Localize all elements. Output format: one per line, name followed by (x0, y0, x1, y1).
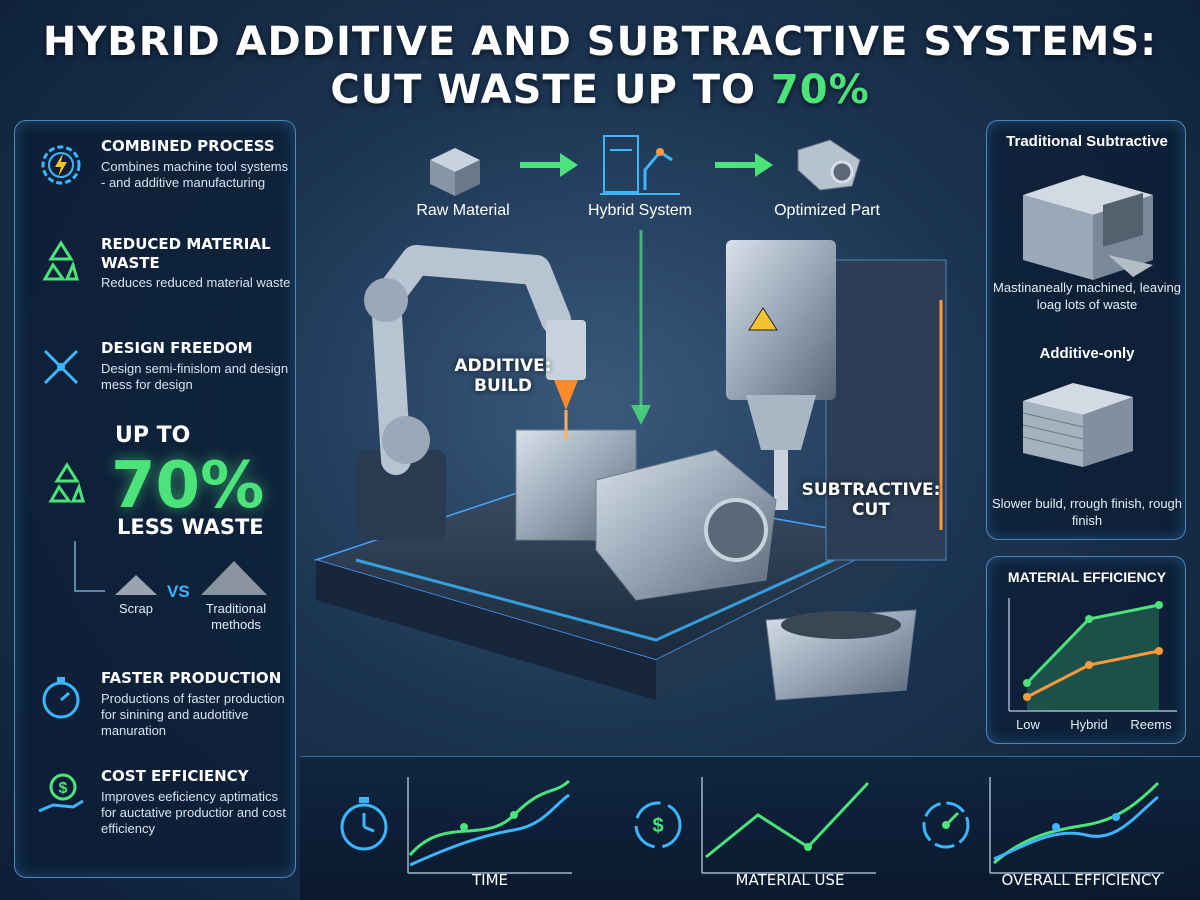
comparison-panel: Traditional Subtractive Mastinaneally ma… (986, 120, 1186, 540)
waste-reduction-stat: UP TO 70% LESS WASTE Scrap VS Traditiona… (15, 421, 297, 671)
traditional-scrap-pile-icon (201, 561, 267, 595)
material-use-trend-chart (701, 777, 876, 874)
additive-only-text: Slower build, rrough finish, rough finis… (991, 496, 1183, 528)
vs-label: VS (167, 582, 190, 601)
stopwatch-icon (340, 797, 388, 851)
hand-dollar-icon: $ (38, 773, 84, 813)
scrap-pile-icon (115, 575, 157, 595)
additive-only-heading: Additive-only (1039, 345, 1135, 362)
category-label-hybrid: Hybrid (1070, 717, 1108, 732)
traditional-heading: Traditional Subtractive (1006, 133, 1168, 150)
recycle-icon (42, 240, 79, 281)
features-panel: COMBINED PROCESS Combines machine tool s… (14, 120, 296, 878)
svg-text:$: $ (59, 780, 68, 797)
title-line-1: HYBRID ADDITIVE AND SUBTRACTIVE SYSTEMS: (42, 19, 1158, 65)
hybrid-system-icon (600, 135, 680, 195)
title-line-2: CUT WASTE UP TO 70% (0, 66, 1200, 114)
traditional-methods-label: Traditional methods (205, 601, 267, 632)
spindle-column (825, 259, 947, 561)
flow-label-raw-material: Raw Material (416, 202, 510, 219)
recycle-icon (48, 462, 85, 503)
machined-part (595, 449, 777, 601)
svg-text:$: $ (652, 815, 663, 837)
bottom-chart-label-material-use: MATERIAL USE (735, 871, 845, 889)
category-label-low: Low (1016, 717, 1040, 732)
machine-scene (313, 230, 947, 701)
feature-desc: Reduces reduced material waste (101, 275, 291, 290)
feature-desc: Combines machine tool systems - and addi… (101, 159, 289, 190)
feature-desc: Productions of faster production for sin… (101, 691, 285, 738)
design-tools-icon (43, 349, 79, 385)
additive-block-image (1022, 383, 1133, 467)
subtractive-cut-label: SUBTRACTIVE: CUT (801, 480, 941, 520)
title-line-2-accent: 70% (770, 67, 870, 113)
gauge-icon (922, 801, 970, 849)
spindle-head (726, 240, 836, 400)
traditional-block-image (1023, 175, 1153, 280)
additive-build-label: ADDITIVE: BUILD (454, 356, 552, 396)
stat-up-to: UP TO (115, 423, 191, 448)
feature-title: COMBINED PROCESS (101, 137, 275, 155)
gear-lightning-icon (41, 145, 81, 185)
robot-arm (371, 245, 571, 475)
connector-line (74, 541, 105, 592)
stopwatch-icon (42, 677, 80, 719)
optimized-part-icon (797, 139, 861, 191)
flow-label-optimized-part: Optimized Part (774, 202, 880, 219)
material-efficiency-panel: MATERIAL EFFICIENCY Low Hybrid Reems (986, 556, 1186, 744)
title-line-2-prefix: CUT WASTE UP TO (330, 67, 771, 113)
dollar-recycle-icon: $ (634, 801, 682, 849)
material-efficiency-chart (1008, 598, 1177, 712)
feature-title: REDUCED MATERIAL WASTE (101, 235, 271, 272)
feature-desc: Design semi-finislom and design mess for… (101, 361, 289, 392)
category-label-reems: Reems (1130, 717, 1172, 732)
flow-label-hybrid-system: Hybrid System (587, 202, 693, 219)
feature-title: COST EFFICIENCY (101, 767, 249, 785)
feature-desc: Improves eeficiency aptimatics for aucta… (101, 789, 286, 836)
bottom-chart-label-time: TIME (471, 871, 508, 889)
feature-title: FASTER PRODUCTION (101, 669, 282, 687)
stat-less-waste: LESS WASTE (117, 515, 264, 539)
material-efficiency-title: MATERIAL EFFICIENCY (1007, 569, 1167, 585)
raw-material-cube-icon (430, 148, 480, 196)
traditional-text: Mastinaneally machined, leaving loag lot… (993, 280, 1181, 312)
flow-arrow-1 (520, 153, 578, 177)
feature-title: DESIGN FREEDOM (101, 339, 253, 357)
stat-percent: 70% (111, 449, 265, 523)
flow-arrow-2 (715, 153, 773, 177)
bottom-chart-label-overall-efficiency: OVERALL EFFICIENCY (1001, 871, 1161, 889)
time-trend-chart (407, 777, 572, 874)
bottom-metrics-bar: TIME $ MATERIAL USE OVERALL EFFICIENCY (300, 756, 1200, 900)
page-title: HYBRID ADDITIVE AND SUBTRACTIVE SYSTEMS:… (0, 18, 1200, 114)
scrap-label: Scrap (119, 601, 153, 616)
overall-efficiency-trend-chart (989, 777, 1164, 874)
